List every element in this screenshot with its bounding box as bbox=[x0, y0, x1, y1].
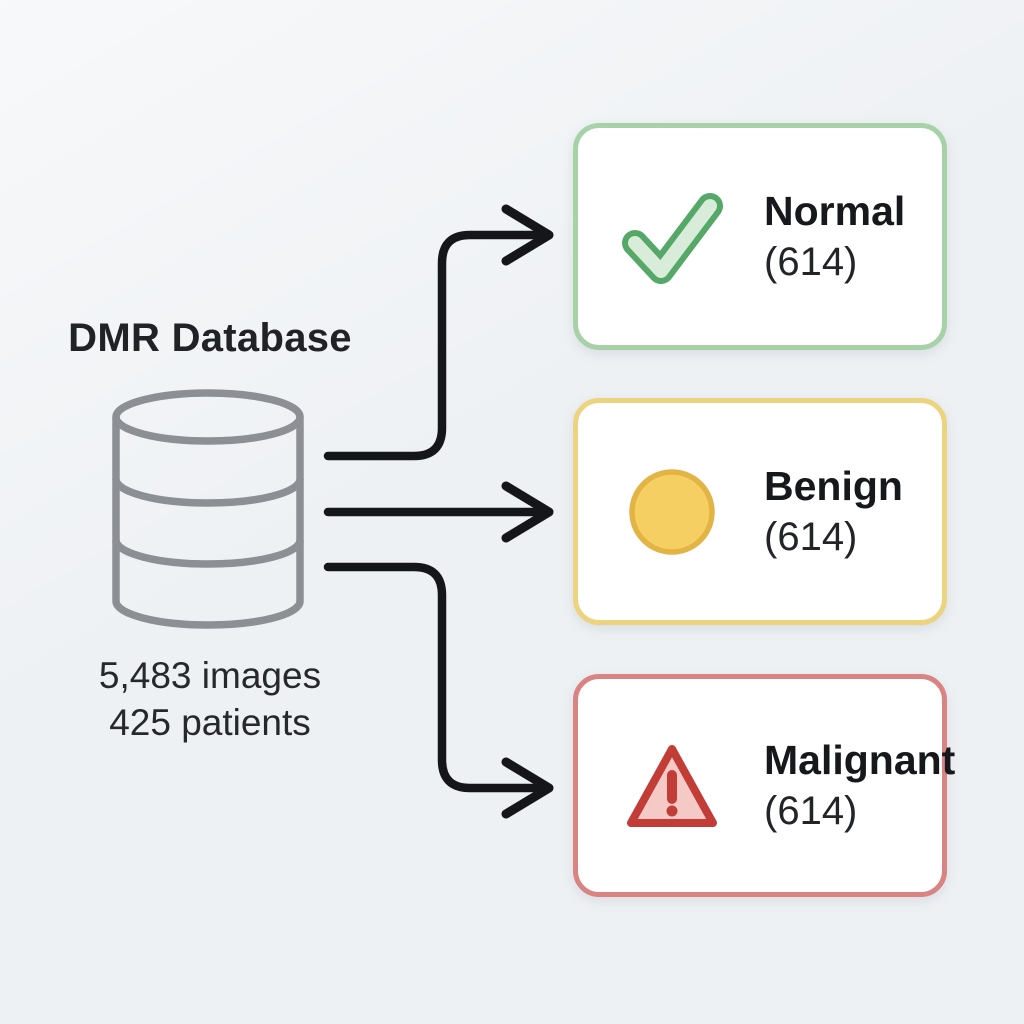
images-count-label: 5,483 images bbox=[98, 655, 322, 696]
category-label: Malignant bbox=[764, 736, 956, 783]
arrow-to-normal bbox=[323, 204, 554, 461]
arrow-to-malignant bbox=[323, 562, 554, 819]
category-text-normal: Normal (614) bbox=[764, 186, 905, 288]
database-title: DMR Database bbox=[68, 316, 352, 360]
category-count: (614) bbox=[764, 514, 858, 559]
category-label: Normal bbox=[764, 187, 906, 234]
category-card-normal: Normal (614) bbox=[573, 123, 947, 350]
circle-icon bbox=[616, 467, 728, 557]
patients-count-label: 425 patients bbox=[109, 702, 311, 743]
category-card-malignant: Malignant (614) bbox=[573, 674, 955, 897]
database-stats: 5,483 images 425 patients bbox=[0, 652, 420, 746]
database-icon bbox=[112, 389, 304, 629]
category-card-benign: Benign (614) bbox=[573, 398, 947, 625]
warning-triangle-icon bbox=[616, 740, 728, 832]
category-label: Benign bbox=[764, 462, 903, 509]
category-count: (614) bbox=[764, 239, 858, 284]
arrow-to-benign bbox=[323, 481, 554, 543]
checkmark-icon bbox=[616, 189, 728, 285]
category-text-malignant: Malignant (614) bbox=[764, 735, 955, 837]
category-count: (614) bbox=[764, 788, 858, 833]
category-text-benign: Benign (614) bbox=[764, 461, 903, 563]
